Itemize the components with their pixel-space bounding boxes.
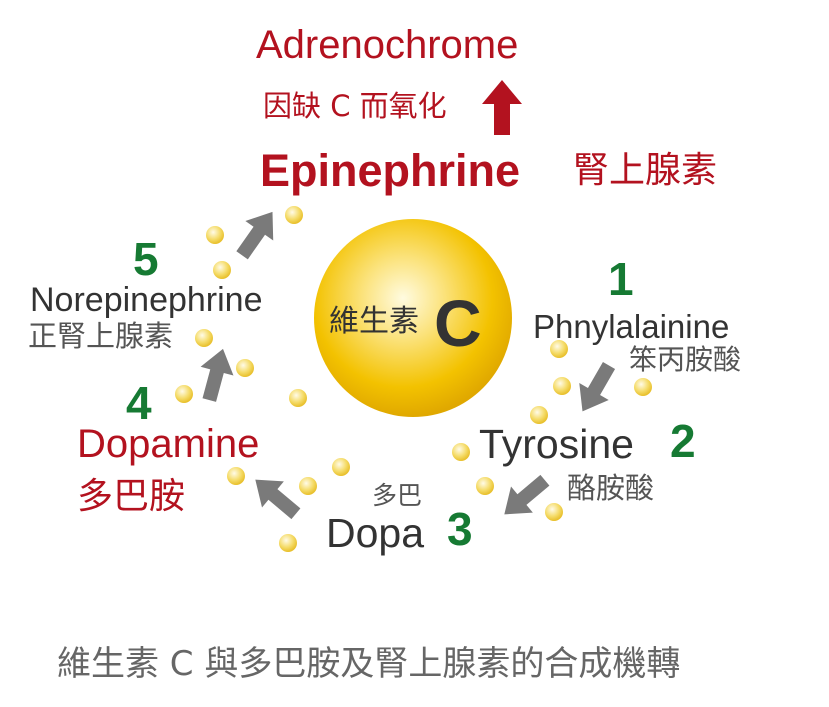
dot — [195, 329, 213, 347]
step-4-number: 4 — [126, 377, 152, 429]
dot — [634, 378, 652, 396]
dot — [553, 377, 571, 395]
step-1-name: Phnylalainine — [533, 308, 730, 345]
center-label-cn: 維生素 — [329, 304, 419, 339]
step-1-arrow — [579, 361, 616, 412]
adrenochrome-label: Adrenochrome — [256, 23, 519, 67]
dot — [279, 534, 297, 552]
step-4-name-cn: 多巴胺 — [77, 476, 186, 517]
dot — [545, 503, 563, 521]
step-3-number: 3 — [447, 503, 473, 555]
dot — [227, 467, 245, 485]
step-5-name: Norepinephrine — [30, 281, 263, 319]
vitamin-c-sphere — [314, 219, 512, 417]
step-2-name-cn: 酪胺酸 — [567, 471, 655, 505]
oxidation-arrow — [482, 80, 522, 135]
epinephrine-label: Epinephrine — [260, 145, 521, 196]
dot — [476, 477, 494, 495]
step-3-name: Dopa — [326, 510, 425, 556]
dot — [285, 206, 303, 224]
center-label-letter: C — [434, 286, 482, 360]
dot — [289, 389, 307, 407]
dot — [213, 261, 231, 279]
dot — [332, 458, 350, 476]
step-1-number: 1 — [608, 253, 634, 305]
dot — [175, 385, 193, 403]
step-3-arrow — [255, 479, 301, 520]
step-2-arrow — [504, 474, 550, 515]
step-1-name-cn: 笨丙胺酸 — [629, 343, 742, 376]
dot — [299, 477, 317, 495]
dot — [236, 359, 254, 377]
epinephrine-cn-label: 腎上腺素 — [573, 150, 718, 191]
step-5-name-cn: 正腎上腺素 — [28, 319, 174, 353]
step-2-name: Tyrosine — [479, 421, 634, 467]
step-4-name: Dopamine — [77, 422, 260, 466]
step-3-name-cn: 多巴 — [372, 481, 423, 510]
diagram-caption: 維生素 C 與多巴胺及腎上腺素的合成機轉 — [57, 644, 681, 684]
step-5-arrow — [236, 211, 274, 260]
dot — [206, 226, 224, 244]
step-2-number: 2 — [670, 415, 696, 467]
dots-group — [175, 206, 652, 552]
oxidation-note: 因缺 C 而氧化 — [263, 89, 447, 123]
dot — [452, 443, 470, 461]
dot — [530, 406, 548, 424]
step-5-number: 5 — [133, 233, 159, 285]
dot — [550, 340, 568, 358]
step-4-arrow — [200, 348, 234, 402]
